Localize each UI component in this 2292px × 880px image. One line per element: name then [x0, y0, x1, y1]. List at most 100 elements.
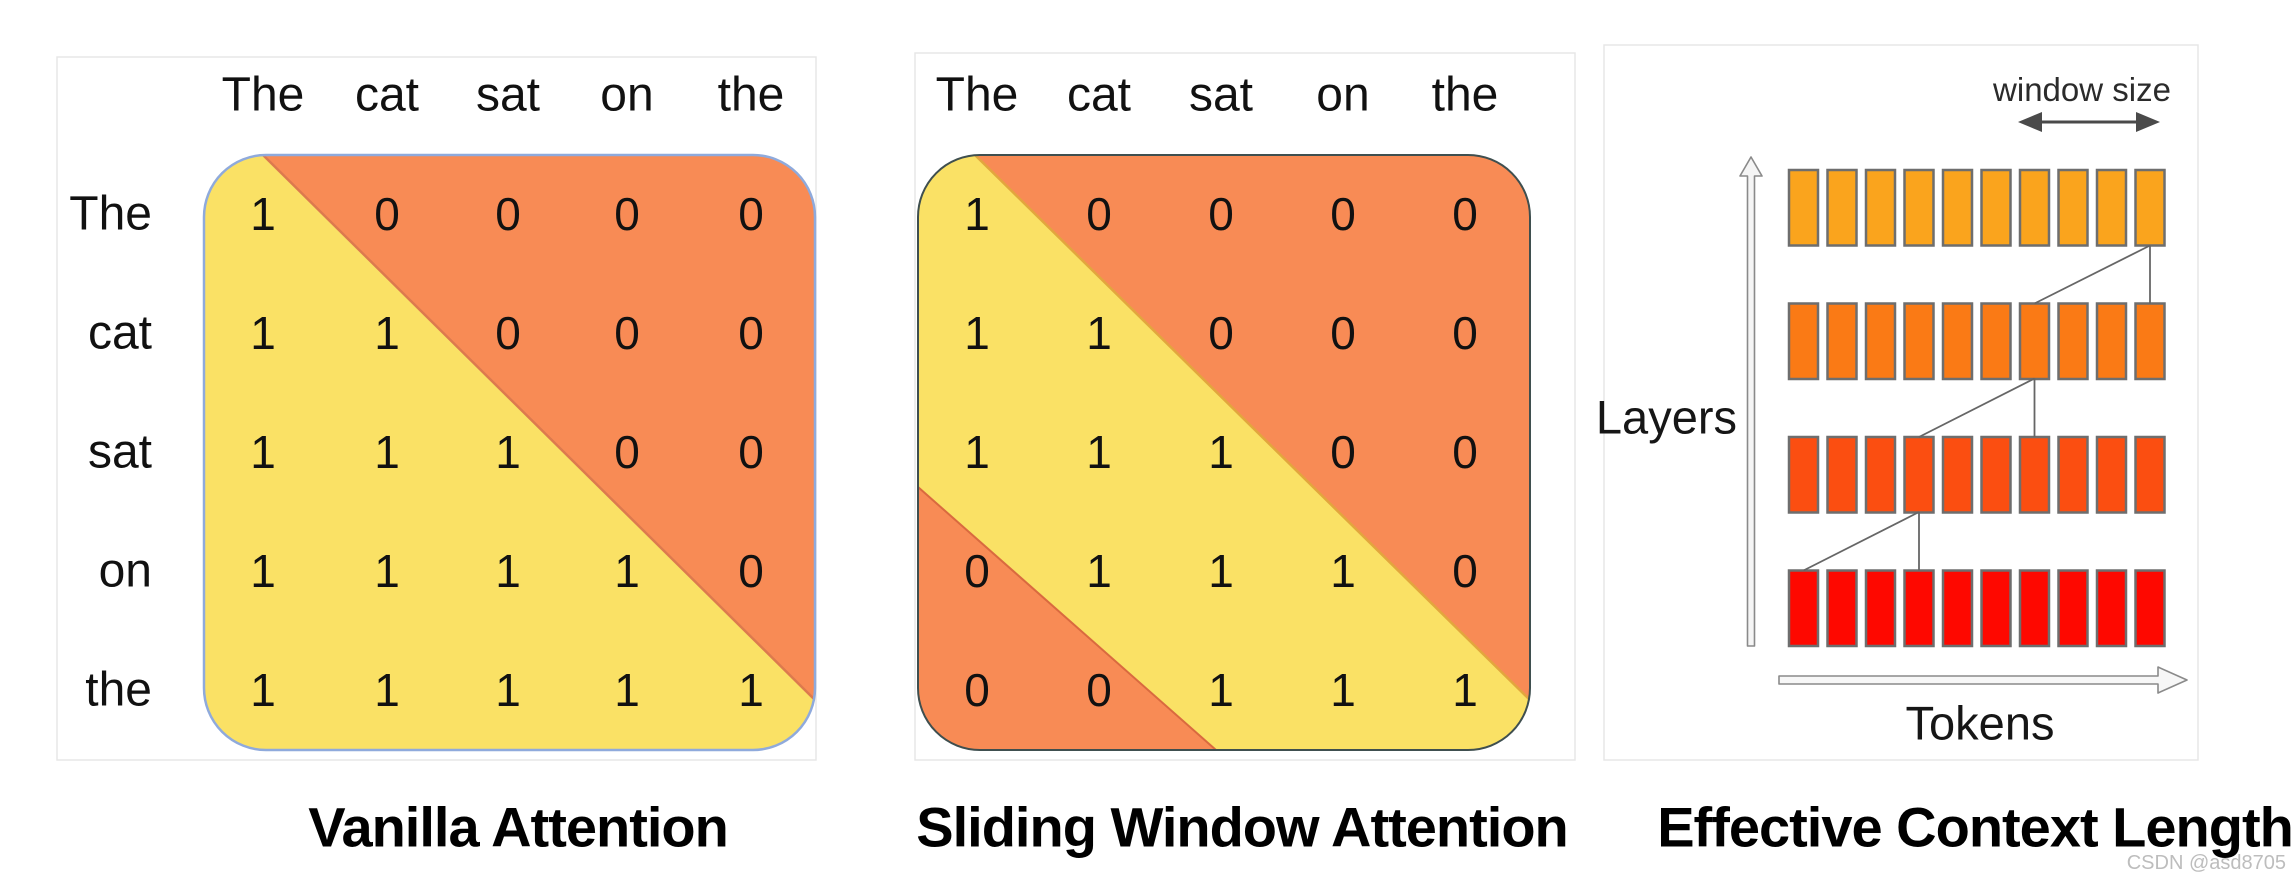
mask-cell-value: 0 — [1452, 188, 1478, 240]
mask-cell-value: 0 — [1452, 545, 1478, 597]
mask-cell-value: 0 — [614, 307, 640, 359]
sliding-title: Sliding Window Attention — [916, 795, 1568, 859]
col-header-token: sat — [1188, 68, 1254, 122]
mask-cell-value: 0 — [1208, 188, 1234, 240]
col-header-token: the — [717, 68, 785, 122]
token-bar — [1980, 302, 2012, 381]
token-bar — [2018, 302, 2051, 381]
col-header-token: The — [221, 68, 305, 122]
mask-cell-value: 0 — [1452, 426, 1478, 478]
col-header-token: cat — [354, 68, 420, 122]
mask-cell-value: 1 — [1208, 545, 1234, 597]
mask-cell-value: 1 — [250, 426, 276, 478]
row-label-token: the — [85, 663, 152, 717]
mask-cell-value: 0 — [1452, 307, 1478, 359]
mask-cell-value: 0 — [374, 188, 400, 240]
mask-cell-value: 1 — [495, 426, 521, 478]
token-bar — [2018, 435, 2051, 514]
mask-cell-value: 0 — [1086, 664, 1112, 716]
token-bar — [1941, 168, 1974, 247]
mask-cell-value: 1 — [250, 545, 276, 597]
token-bar — [1980, 569, 2012, 648]
token-bar — [1980, 168, 2012, 247]
token-bar — [2095, 302, 2128, 381]
token-bar — [1903, 302, 1935, 381]
token-bar — [1787, 569, 1820, 648]
mask-cell-value: 1 — [1086, 307, 1112, 359]
mask-cell-value: 1 — [250, 664, 276, 716]
token-bar — [1864, 435, 1897, 514]
layers-label: Layers — [1595, 390, 1737, 444]
mask-cell-value: 1 — [374, 664, 400, 716]
mask-cell-value: 1 — [964, 307, 990, 359]
token-bar — [1941, 569, 1974, 648]
sliding-mask-graphic — [917, 154, 1531, 751]
token-bar — [1826, 569, 1858, 648]
token-bar — [1864, 569, 1897, 648]
token-bar — [2018, 168, 2051, 247]
col-header-token: The — [935, 68, 1019, 122]
vanilla-mask-graphic — [202, 153, 817, 752]
mask-cell-value: 1 — [250, 188, 276, 240]
watermark: CSDN @asd8705 — [2126, 852, 2286, 874]
mask-cell-value: 0 — [1330, 307, 1356, 359]
mask-cell-value: 1 — [374, 307, 400, 359]
mask-cell-value: 1 — [1086, 426, 1112, 478]
mask-cell-value: 0 — [1330, 188, 1356, 240]
mask-cell-value: 1 — [964, 188, 990, 240]
col-header-token: cat — [1066, 68, 1132, 122]
window-size-label: window size — [1993, 71, 2171, 108]
token-bar — [2095, 569, 2128, 648]
mask-cell-value: 1 — [964, 426, 990, 478]
context-panel-frame — [1603, 44, 2199, 761]
row-label-token: The — [69, 187, 152, 241]
context-length-graphic — [1739, 112, 2188, 694]
mask-cell-value: 0 — [738, 545, 764, 597]
row-label-token: cat — [87, 306, 152, 360]
token-bar — [1941, 435, 1974, 514]
mask-cell-value: 0 — [614, 426, 640, 478]
col-header-token: on — [1316, 68, 1370, 122]
token-bar — [2018, 569, 2051, 648]
mask-cell-value: 1 — [250, 307, 276, 359]
token-bar — [2057, 302, 2089, 381]
window-size-arrow — [2018, 112, 2160, 132]
token-bar — [1826, 168, 1858, 247]
token-bar — [1903, 168, 1935, 247]
mask-cell-value: 1 — [738, 664, 764, 716]
token-bar — [2134, 302, 2166, 381]
col-header-token: sat — [475, 68, 541, 122]
mask-cell-value: 1 — [495, 545, 521, 597]
row-label-token: on — [98, 544, 152, 598]
col-header-token: on — [600, 68, 654, 122]
token-bar — [2134, 168, 2166, 247]
token-bar — [2095, 168, 2128, 247]
token-bar — [1864, 302, 1897, 381]
mask-cell-value: 1 — [1208, 426, 1234, 478]
token-bar — [2095, 435, 2128, 514]
token-bar — [2134, 435, 2166, 514]
row-label-token: sat — [87, 425, 152, 479]
col-header-token: the — [1431, 68, 1499, 122]
mask-cell-value: 1 — [374, 426, 400, 478]
tokens-label: Tokens — [1905, 696, 2055, 750]
token-bar — [2134, 569, 2166, 648]
token-bar — [1941, 302, 1974, 381]
mask-cell-value: 1 — [1086, 545, 1112, 597]
mask-cell-value: 0 — [964, 664, 990, 716]
mask-cell-value: 0 — [614, 188, 640, 240]
mask-cell-value: 1 — [1330, 545, 1356, 597]
token-bar — [2057, 168, 2089, 247]
token-bar — [1980, 435, 2012, 514]
token-bar — [1903, 569, 1935, 648]
token-bar — [1787, 168, 1820, 247]
vanilla-title: Vanilla Attention — [308, 795, 729, 859]
token-bar — [1864, 168, 1897, 247]
mask-cell-value: 0 — [1208, 307, 1234, 359]
mask-cell-value: 1 — [614, 545, 640, 597]
token-bar — [2057, 569, 2089, 648]
mask-cell-value: 1 — [614, 664, 640, 716]
token-bar — [2057, 435, 2089, 514]
mask-cell-value: 0 — [964, 545, 990, 597]
